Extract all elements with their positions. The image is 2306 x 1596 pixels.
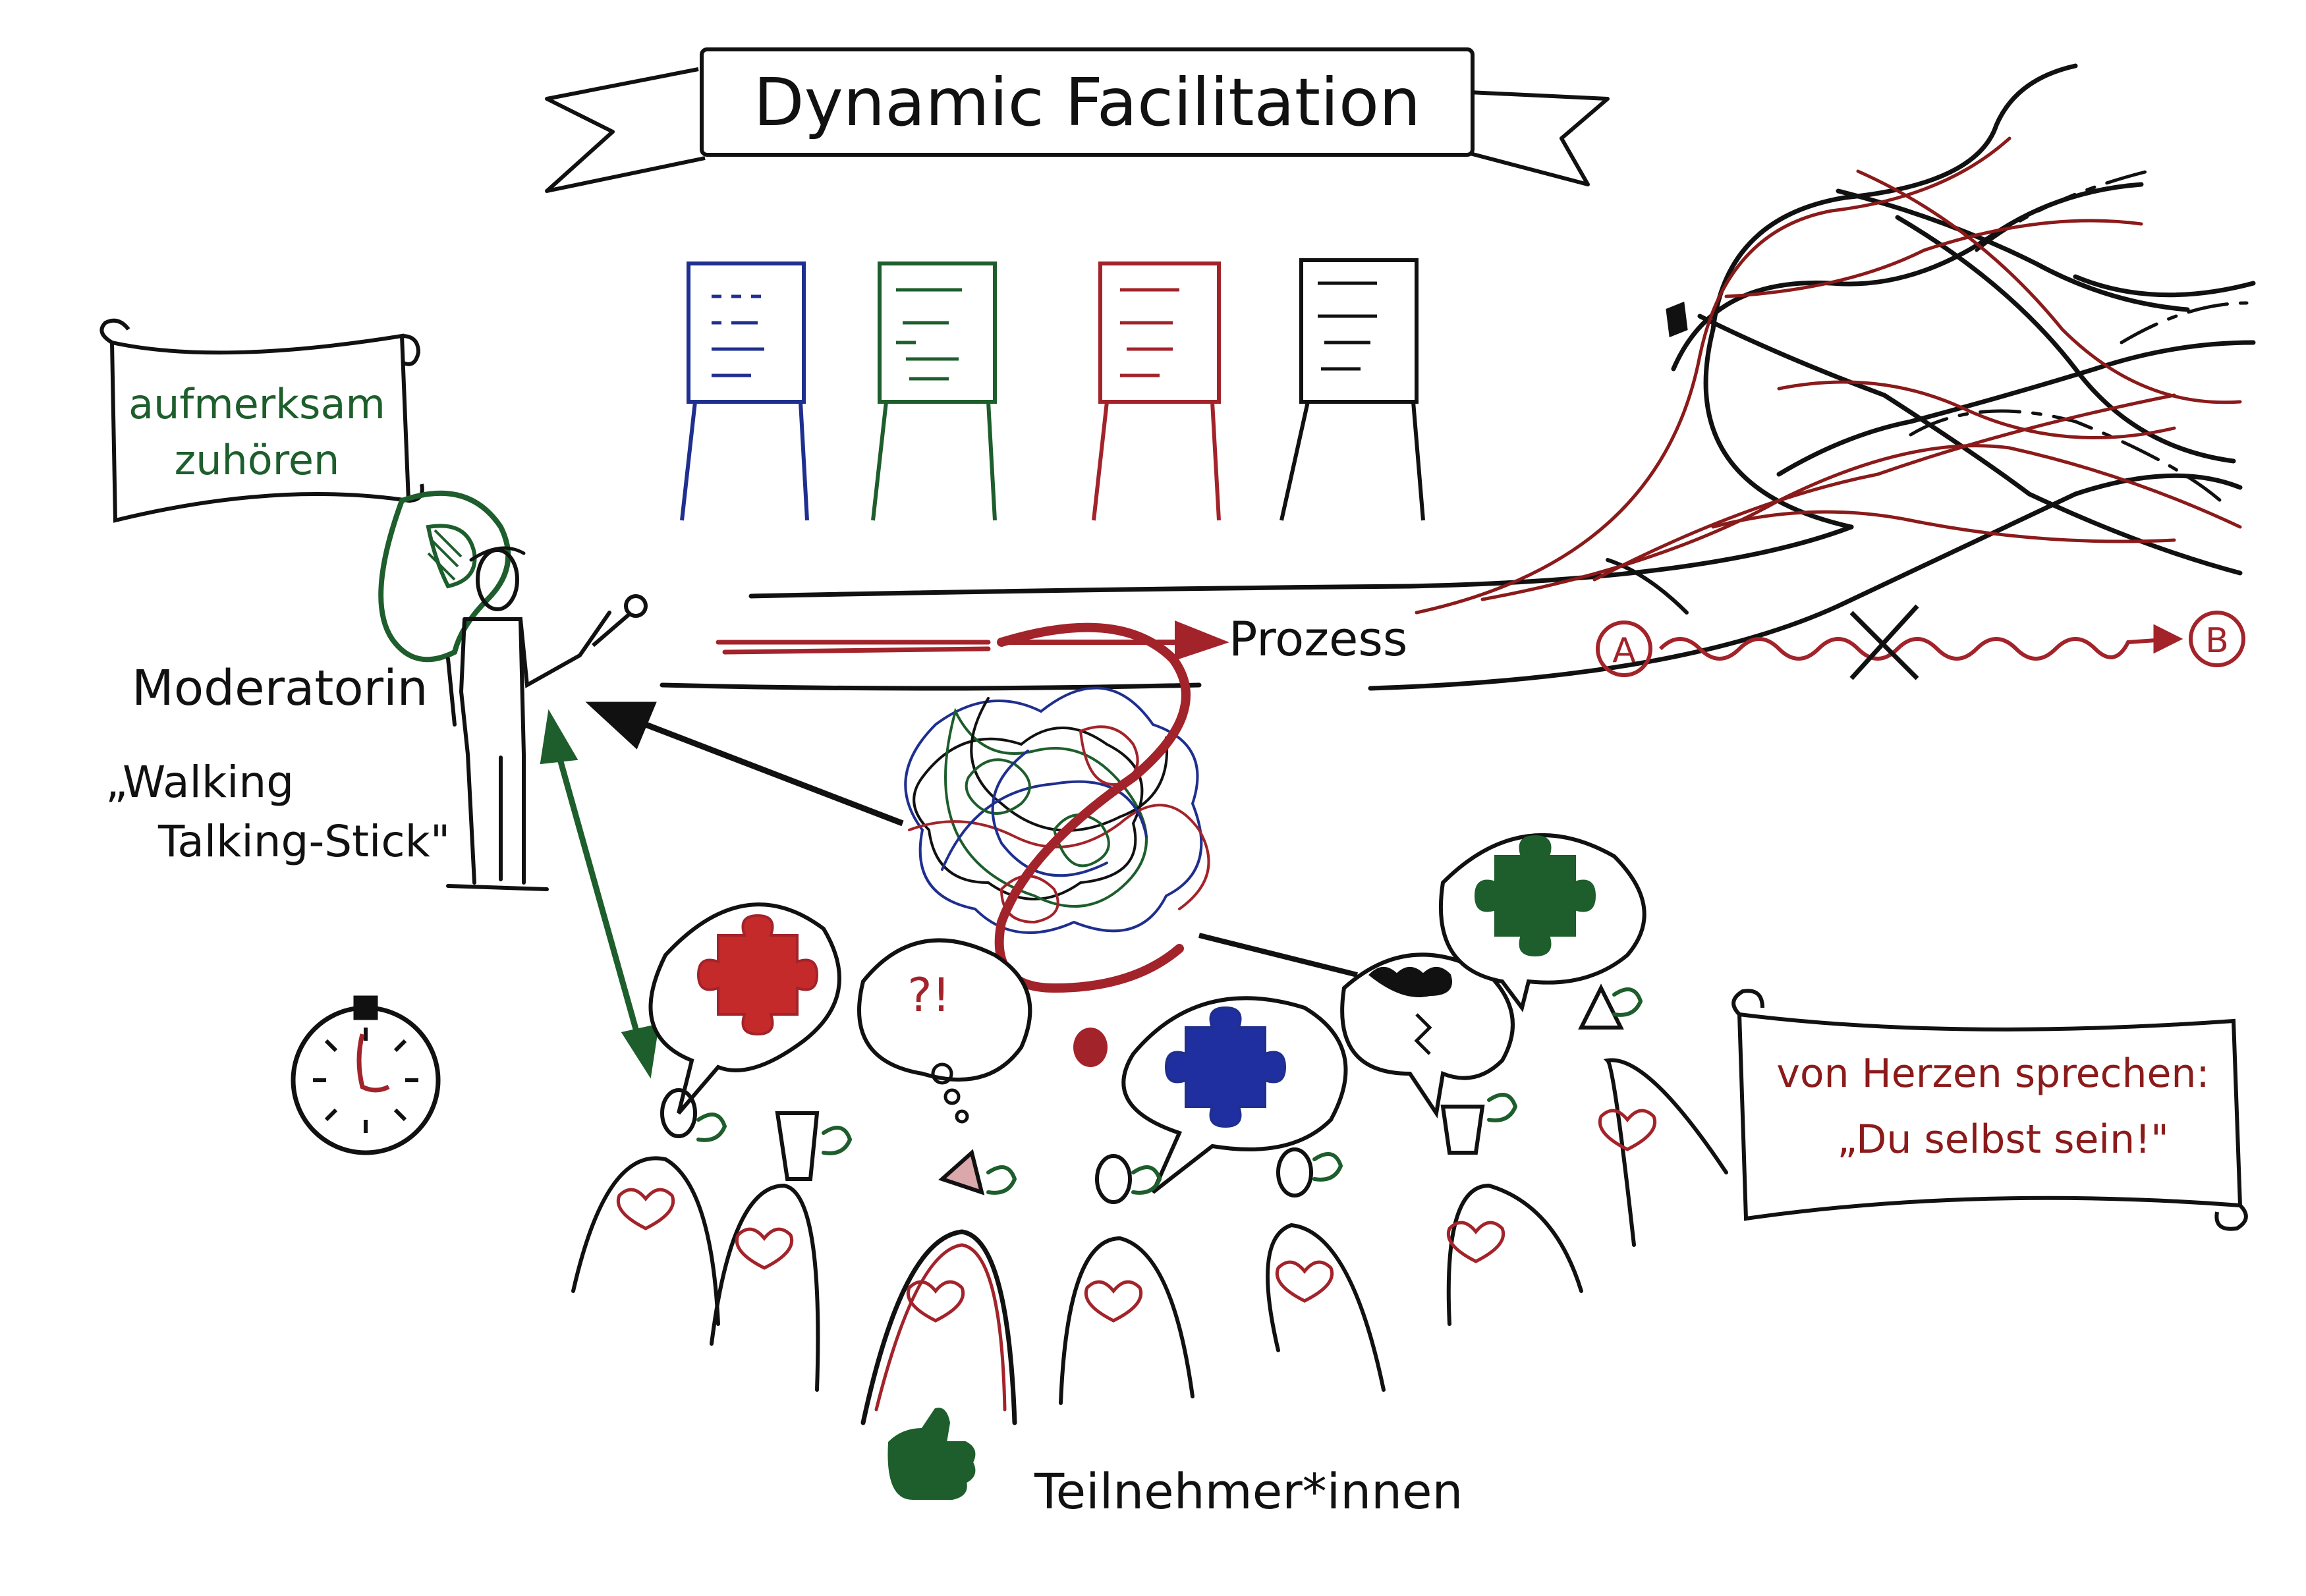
puzzle-piece-red-icon bbox=[696, 914, 819, 1036]
process-label: Prozess bbox=[1229, 611, 1407, 667]
participants-label: Teilnehmer*innen bbox=[1034, 1464, 1463, 1520]
heart-icon bbox=[1084, 1280, 1142, 1323]
puzzle-piece-blue-icon bbox=[1164, 1006, 1287, 1128]
speech-bubble-blue-puzzle bbox=[1121, 996, 1348, 1194]
double-arrow-green bbox=[540, 709, 660, 1079]
speech-bubble-scribble bbox=[1340, 952, 1515, 1118]
participant bbox=[1266, 1147, 1386, 1392]
black-arrow-to-facilitator bbox=[585, 702, 904, 827]
flipchart-green bbox=[871, 261, 997, 521]
path-a-to-b bbox=[1596, 604, 2245, 680]
speech-banner bbox=[1731, 989, 2248, 1231]
heart-icon bbox=[907, 1280, 965, 1323]
title-ribbon bbox=[545, 47, 1610, 193]
heart-icon bbox=[617, 1188, 675, 1230]
heart-icon bbox=[735, 1227, 793, 1270]
facilitator-figure bbox=[446, 546, 611, 891]
flipchart-black bbox=[1280, 258, 1425, 521]
walking-stick-label-line2: Talking-Stick" bbox=[157, 816, 450, 867]
participants-group bbox=[571, 983, 1728, 1425]
tree-branches bbox=[1415, 63, 2256, 615]
listen-banner-line1: aufmerksam bbox=[128, 380, 385, 428]
flipchart-blue bbox=[680, 261, 809, 521]
process-trunk bbox=[660, 524, 1854, 691]
participant bbox=[710, 1111, 853, 1392]
ear-icon bbox=[378, 490, 511, 663]
participant bbox=[860, 1149, 1017, 1425]
talking-stick-icon bbox=[592, 594, 648, 647]
participant bbox=[1440, 1093, 1583, 1326]
stopwatch-icon bbox=[291, 995, 441, 1155]
heart-icon bbox=[1447, 1221, 1505, 1263]
thumbs-up-icon bbox=[887, 1408, 976, 1500]
path-point-b: B bbox=[2205, 621, 2229, 661]
flipchart-red bbox=[1092, 261, 1221, 521]
heart-icon bbox=[1598, 1109, 1656, 1151]
tangle-swirl bbox=[994, 622, 1191, 993]
participant bbox=[1059, 1154, 1195, 1405]
thought-bubble-text: ?! bbox=[907, 968, 950, 1022]
path-point-a: A bbox=[1612, 631, 1636, 671]
speech-banner-line2: „Du selbst sein!" bbox=[1837, 1116, 2169, 1163]
puzzle-piece-green-icon bbox=[1474, 835, 1596, 957]
participant bbox=[571, 1088, 727, 1326]
speech-bubble-green-puzzle bbox=[1438, 833, 1646, 1012]
idea-tangle bbox=[904, 686, 1210, 934]
speech-banner-line1: von Herzen sprechen: bbox=[1776, 1051, 2209, 1097]
walking-stick-label-line1: „Walking bbox=[105, 757, 294, 808]
connector-line bbox=[1198, 933, 1358, 977]
listen-banner-line2: zuhören bbox=[175, 436, 340, 484]
red-dot bbox=[1073, 1028, 1108, 1067]
heart-icon bbox=[1276, 1260, 1334, 1303]
speech-bubble-red-puzzle bbox=[648, 902, 841, 1114]
page-title: Dynamic Facilitation bbox=[754, 64, 1421, 141]
facilitator-label: Moderatorin bbox=[132, 660, 428, 717]
thought-bubble-exclaim bbox=[857, 938, 1032, 1124]
participant bbox=[1578, 983, 1728, 1247]
